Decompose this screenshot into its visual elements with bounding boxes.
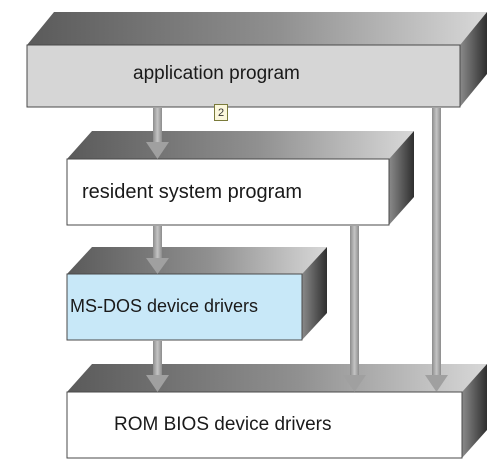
layer-rom (66, 364, 487, 459)
msdos-device-drivers-label: MS-DOS device drivers (70, 296, 259, 316)
layer-msdos (66, 247, 327, 341)
resident-side-face (389, 131, 414, 225)
arrow-resident-to-rom (343, 226, 366, 392)
application-side-face (460, 12, 487, 107)
rom-bios-device-drivers-label: ROM BIOS device drivers (114, 414, 332, 435)
annotation-marker: 2 (214, 104, 228, 121)
arrow-app-to-resident (146, 108, 169, 159)
layer-resident (66, 131, 414, 226)
arrow-resident-to-msdos (146, 226, 169, 274)
resident-system-program-label: resident system program (82, 181, 303, 203)
arrow-msdos-to-rom (146, 341, 169, 392)
layer-application (26, 12, 487, 108)
resident-front-face (66, 158, 390, 226)
arrow-app-to-rom (425, 108, 448, 392)
application-program-label: application program (133, 63, 300, 84)
resident-top-face (67, 131, 414, 159)
rom-front-face (66, 391, 463, 459)
application-top-face (27, 12, 487, 45)
application-front-face (26, 44, 461, 108)
msdos-front-face (66, 273, 303, 341)
msdos-side-face (302, 247, 327, 340)
msdos-top-face (67, 247, 327, 274)
rom-side-face (462, 364, 487, 458)
rom-top-face (67, 364, 487, 392)
